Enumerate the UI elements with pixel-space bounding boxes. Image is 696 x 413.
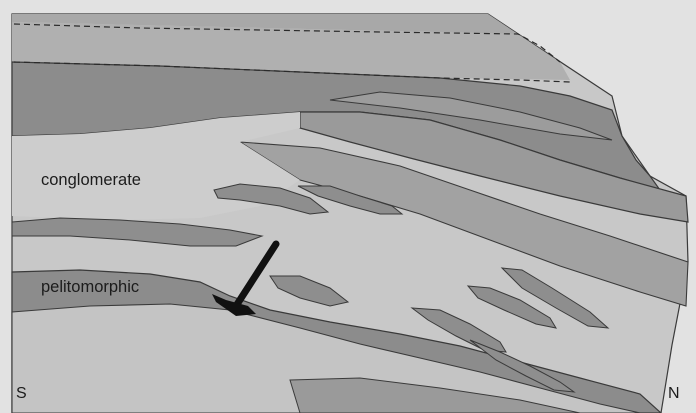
conglomerate-label: conglomerate xyxy=(41,171,141,190)
pelitomorphic-label: pelitomorphic xyxy=(41,278,139,297)
north-direction-label: N xyxy=(668,385,680,403)
south-direction-label: S xyxy=(16,385,27,403)
